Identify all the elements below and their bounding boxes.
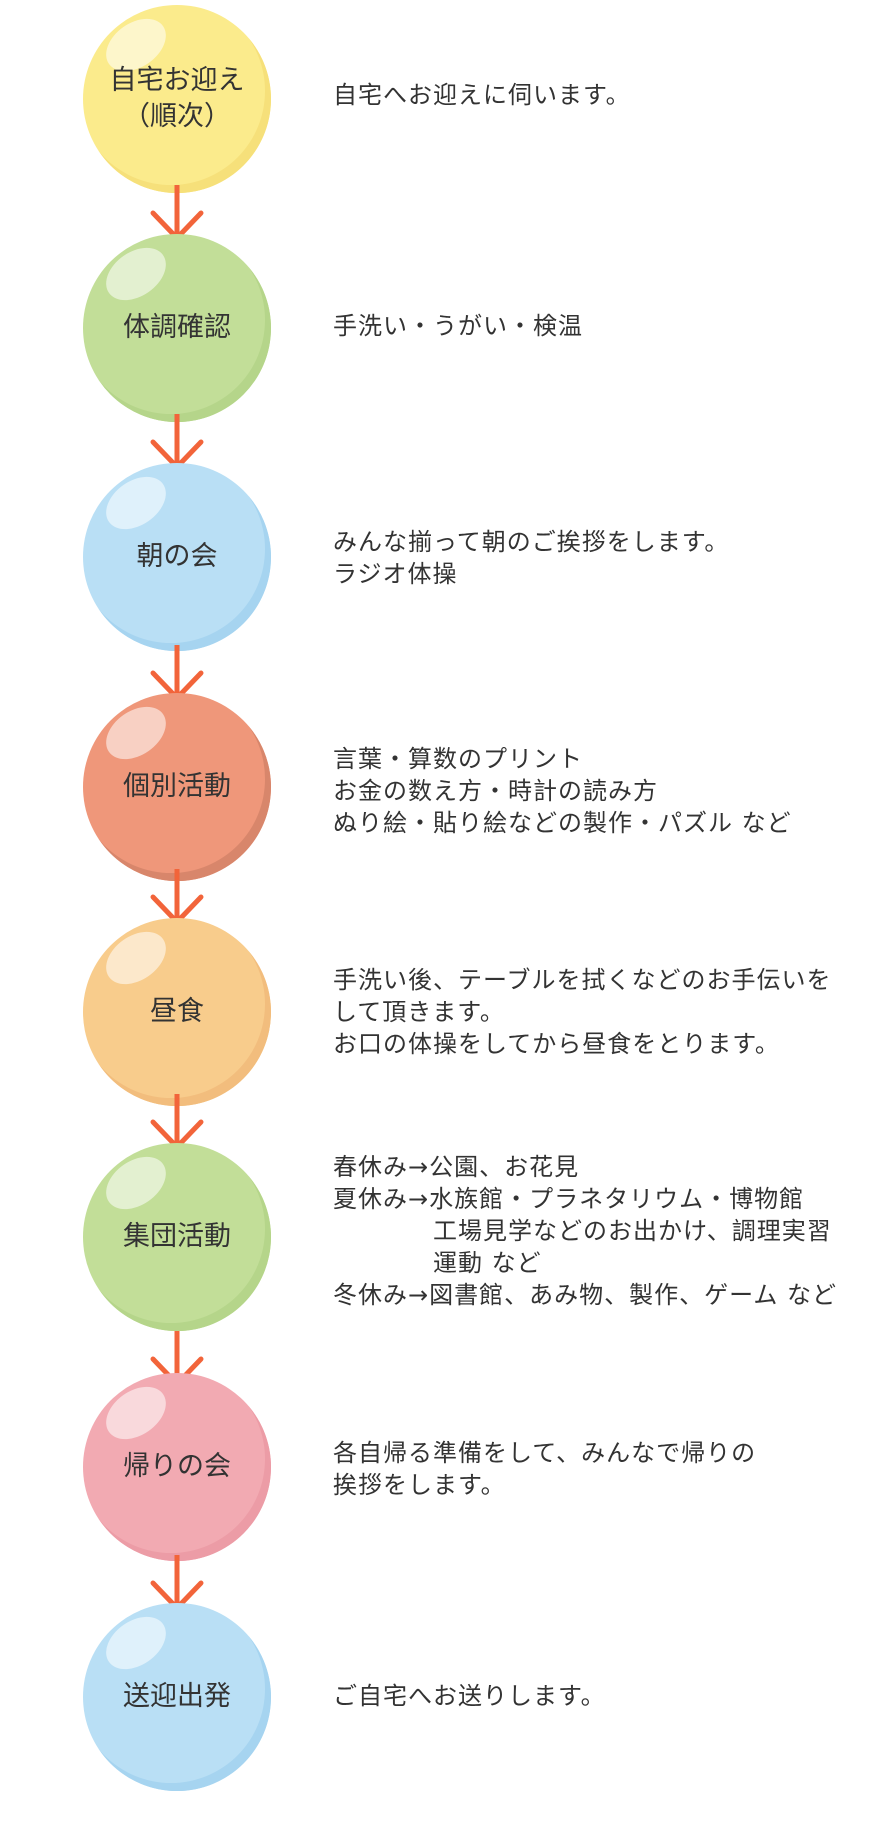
down-arrow-icon — [145, 185, 209, 241]
down-arrow-icon — [145, 414, 209, 470]
step-description: ご自宅へお送りします。 — [333, 1682, 606, 1710]
step-description: 手洗い・うがい・検温 — [333, 312, 583, 340]
step-description: みんな揃って朝のご挨拶をします。 ラジオ体操 — [333, 528, 730, 588]
step-bubble: 自宅お迎え （順次） — [83, 5, 271, 193]
step-description: 各自帰る準備をして、みんなで帰りの 挨拶をします。 — [333, 1439, 757, 1499]
step-label: 自宅お迎え （順次） — [109, 65, 245, 132]
down-arrow-icon — [145, 869, 209, 925]
bubble-highlight — [96, 696, 176, 770]
step-bubble: 朝の会 — [83, 463, 271, 651]
step-label: 送迎出発 — [123, 1681, 231, 1712]
bubble-highlight — [96, 466, 176, 540]
step-bubble: 送迎出発 — [83, 1603, 271, 1791]
bubble-highlight — [96, 921, 176, 995]
bubble-highlight — [96, 1376, 176, 1450]
step-label: 体調確認 — [123, 312, 231, 343]
step-bubble: 体調確認 — [83, 234, 271, 422]
step-bubble: 集団活動 — [83, 1143, 271, 1331]
bubble-highlight — [96, 1606, 176, 1680]
bubble-highlight — [96, 237, 176, 311]
bubble-highlight — [96, 1146, 176, 1220]
step-description: 自宅へお迎えに伺います。 — [333, 81, 631, 109]
step-label: 集団活動 — [123, 1221, 231, 1252]
step-bubble: 個別活動 — [83, 693, 271, 881]
step-label: 帰りの会 — [123, 1451, 231, 1482]
step-description: 春休み→公園、お花見 夏休み→水族館・プラネタリウム・博物館 工場見学などのお出… — [333, 1153, 838, 1309]
step-label: 個別活動 — [123, 771, 231, 802]
step-bubble: 帰りの会 — [83, 1373, 271, 1561]
step-label: 昼食 — [150, 996, 204, 1027]
step-label: 朝の会 — [136, 541, 218, 572]
step-bubble: 昼食 — [83, 918, 271, 1106]
step-description: 手洗い後、テーブルを拭くなどのお手伝いを して頂きます。 お口の体操をしてから昼… — [333, 966, 832, 1058]
down-arrow-icon — [145, 1094, 209, 1150]
step-description: 言葉・算数のプリント お金の数え方・時計の読み方 ぬり絵・貼り絵などの製作・パズ… — [333, 745, 792, 837]
